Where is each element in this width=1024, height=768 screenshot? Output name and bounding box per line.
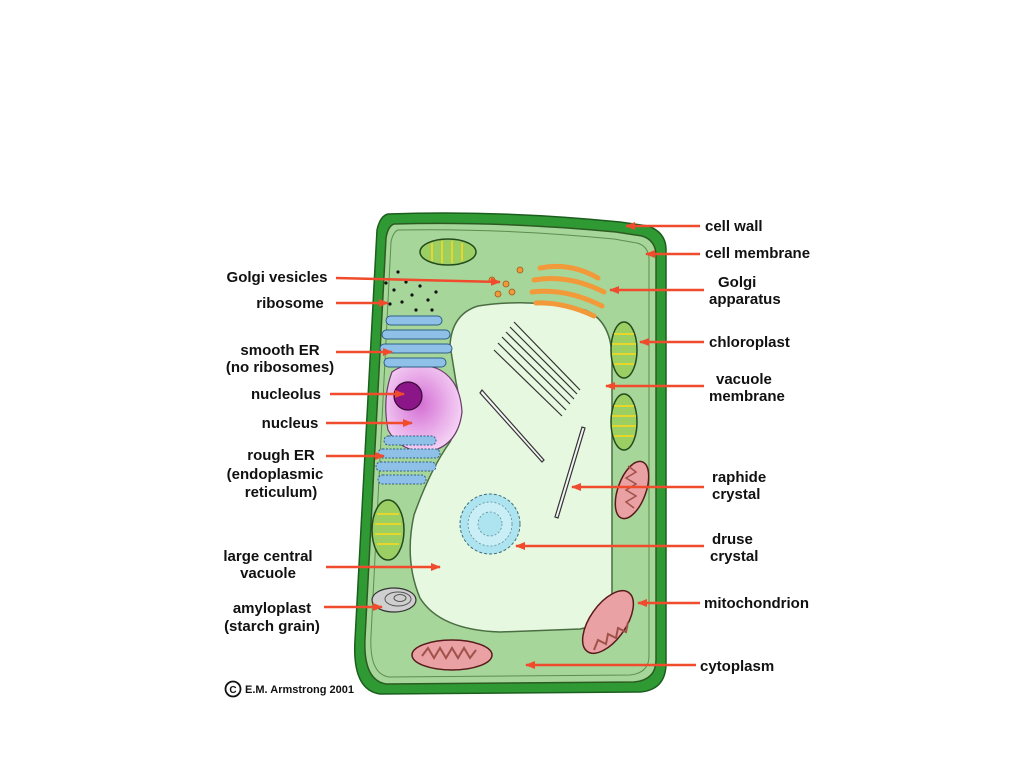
golgi-vesicles	[488, 266, 524, 298]
label-large-central-vacuole-2: vacuole	[240, 565, 296, 582]
raphide-bundle	[493, 321, 581, 417]
chloroplasts	[371, 238, 638, 561]
raphide-crystals	[479, 321, 586, 519]
label-nucleolus: nucleolus	[251, 386, 321, 403]
label-chloroplast: chloroplast	[709, 334, 790, 351]
labels-left: Golgi vesicles ribosome smooth ER (no ri…	[223, 269, 334, 635]
label-druse-crystal: crystal	[710, 548, 758, 565]
nucleus	[385, 364, 463, 453]
label-rough-er: rough ER	[247, 447, 315, 464]
label-ribosome: ribosome	[256, 295, 324, 312]
rough-er	[375, 435, 441, 485]
label-amyloplast-note: (starch grain)	[224, 618, 320, 635]
chloroplast-4	[371, 499, 405, 561]
label-golgi: Golgi	[718, 274, 756, 291]
arrows	[324, 222, 704, 669]
label-large-central-vacuole: large central	[223, 548, 312, 565]
label-cell-wall: cell wall	[705, 218, 763, 235]
label-mitochondrion: mitochondrion	[704, 595, 809, 612]
label-druse: druse	[712, 531, 753, 548]
copyright-symbol: C	[229, 685, 236, 696]
chloroplast-1	[419, 238, 477, 266]
credit-text: E.M. Armstrong 2001	[245, 684, 354, 696]
ribosomes	[384, 270, 438, 312]
label-nucleus: nucleus	[262, 415, 319, 432]
label-raphide: raphide	[712, 469, 766, 486]
label-cell-membrane: cell membrane	[705, 245, 810, 262]
label-vacuole-membrane: vacuole	[716, 371, 772, 388]
label-smooth-er-note: (no ribosomes)	[226, 359, 334, 376]
label-vacuole-membrane-2: membrane	[709, 388, 785, 405]
nucleolus	[393, 381, 423, 411]
smooth-er	[379, 315, 453, 368]
labels-right: cell wall cell membrane Golgi apparatus …	[700, 218, 810, 675]
copyright-icon	[224, 680, 242, 698]
amyloplast	[371, 587, 417, 613]
label-amyloplast: amyloplast	[233, 600, 311, 617]
label-smooth-er: smooth ER	[240, 342, 319, 359]
cytoplasm-inner-line	[370, 229, 650, 678]
mitochondrion-3	[411, 639, 493, 671]
arrow-golgi-vesicles	[335, 276, 501, 286]
druse-crystal	[459, 493, 521, 555]
raphide-needle-1	[479, 389, 545, 463]
chloroplast-2	[610, 321, 638, 379]
label-cytoplasm: cytoplasm	[700, 658, 774, 675]
raphide-needle-2	[554, 426, 586, 519]
credit: C E.M. Armstrong 2001	[224, 680, 354, 698]
mitochondrion-2	[581, 590, 635, 654]
label-golgi-vesicles: Golgi vesicles	[227, 269, 328, 286]
label-golgi-apparatus: apparatus	[709, 291, 781, 308]
label-rough-er-note-1: (endoplasmic	[227, 466, 324, 483]
label-rough-er-note-2: reticulum)	[245, 484, 318, 501]
chloroplast-3	[610, 393, 638, 451]
golgi-apparatus	[529, 263, 607, 319]
label-raphide-crystal: crystal	[712, 486, 760, 503]
